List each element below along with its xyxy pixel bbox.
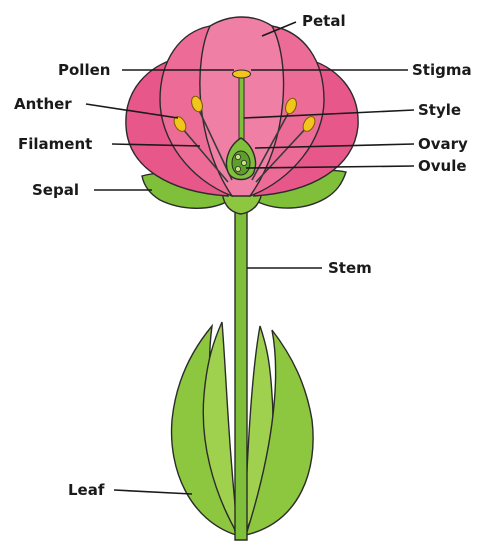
ovary-inner [232,151,250,175]
label-filament: Filament [18,135,92,153]
stem [235,205,247,540]
style [239,76,244,148]
ovule-1 [235,154,240,159]
label-ovule: Ovule [418,157,467,175]
leaf-leader [114,490,192,494]
label-stem: Stem [328,259,372,277]
stigma [233,70,251,78]
label-pollen: Pollen [58,61,110,79]
label-style: Style [418,101,461,119]
label-stigma: Stigma [412,61,472,79]
label-sepal: Sepal [32,181,79,199]
label-leaf: Leaf [68,481,105,499]
label-ovary: Ovary [418,135,468,153]
label-petal: Petal [302,12,346,30]
ovule-3 [235,166,240,171]
ovule-2 [241,160,246,165]
label-anther: Anther [14,95,72,113]
